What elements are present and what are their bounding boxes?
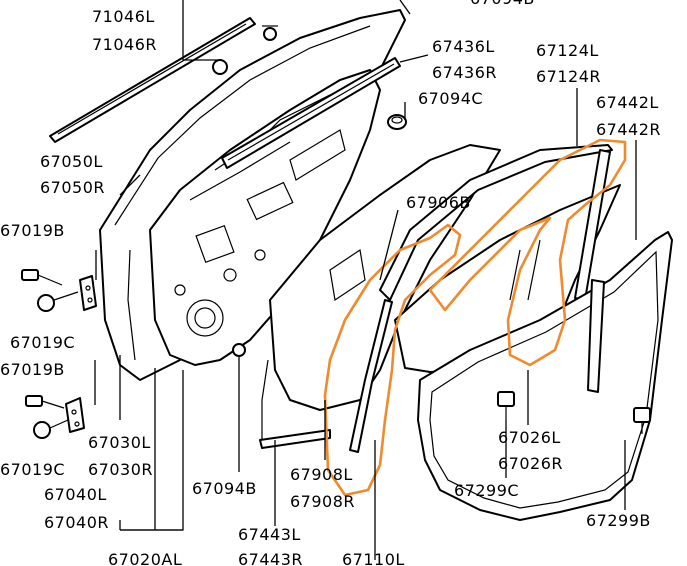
label-67110L: 67110L <box>342 550 405 566</box>
glass-run-67124 <box>349 144 613 453</box>
door-inner-frame <box>149 69 381 366</box>
label-67019C-1: 67019C <box>10 333 75 352</box>
label-67094B-top: 67094B <box>470 0 535 8</box>
clip-screw-top <box>262 25 278 41</box>
lower-channel-67443 <box>259 359 331 449</box>
label-67442R: 67442R <box>596 120 661 139</box>
label-67124L: 67124L <box>536 41 599 60</box>
plug-67094C <box>387 114 407 130</box>
label-67906B: 67906B <box>406 193 471 212</box>
label-67040L: 67040L <box>44 485 107 504</box>
leader-lines <box>94 0 637 560</box>
bolt-67019C-lower <box>33 419 69 439</box>
label-67436L: 67436L <box>432 37 495 56</box>
label-67030R: 67030R <box>88 460 153 479</box>
plug-top-circle <box>212 59 228 75</box>
part-labels: 71046L 71046R 67094B 67436L 67436R 67124… <box>0 0 661 566</box>
label-67094C: 67094C <box>418 89 483 108</box>
label-67094B: 67094B <box>192 479 257 498</box>
label-67299C: 67299C <box>454 481 519 500</box>
bolt-67299C <box>497 391 515 420</box>
label-67026R: 67026R <box>498 454 563 473</box>
label-67299B: 67299B <box>586 511 651 530</box>
label-67040R: 67040R <box>44 513 109 532</box>
label-67030L: 67030L <box>88 433 151 452</box>
label-67019B-2: 67019B <box>0 360 65 379</box>
bolt-67019B-upper <box>21 269 63 286</box>
label-67020AL: 67020AL <box>108 550 182 566</box>
label-67050L: 67050L <box>40 152 103 171</box>
label-67124R: 67124R <box>536 67 601 86</box>
label-67019C-2: 67019C <box>0 460 65 479</box>
door-weatherstrip-67299 <box>417 231 673 521</box>
bolt-67019C-upper <box>37 291 79 312</box>
hinge-upper-67050 <box>79 275 97 311</box>
belt-weatherstrip-67436 <box>221 57 401 169</box>
label-67908L: 67908L <box>290 465 353 484</box>
label-67443R: 67443R <box>238 550 303 566</box>
bolt-67299B <box>633 407 651 434</box>
hinge-lower-67040 <box>65 397 85 433</box>
label-71046L: 71046L <box>92 7 155 26</box>
label-67442L: 67442L <box>596 93 659 112</box>
label-67436R: 67436R <box>432 63 497 82</box>
label-71046R: 71046R <box>92 35 157 54</box>
label-67908R: 67908R <box>290 492 355 511</box>
label-67026L: 67026L <box>498 428 561 447</box>
label-67050R: 67050R <box>40 178 105 197</box>
door-glass-67110 <box>394 184 621 373</box>
label-67019B-1: 67019B <box>0 221 65 240</box>
plug-67094B <box>232 343 246 357</box>
bolt-67019B-lower <box>25 395 65 409</box>
highlight-outlines <box>323 138 627 497</box>
label-67443L: 67443L <box>238 525 301 544</box>
